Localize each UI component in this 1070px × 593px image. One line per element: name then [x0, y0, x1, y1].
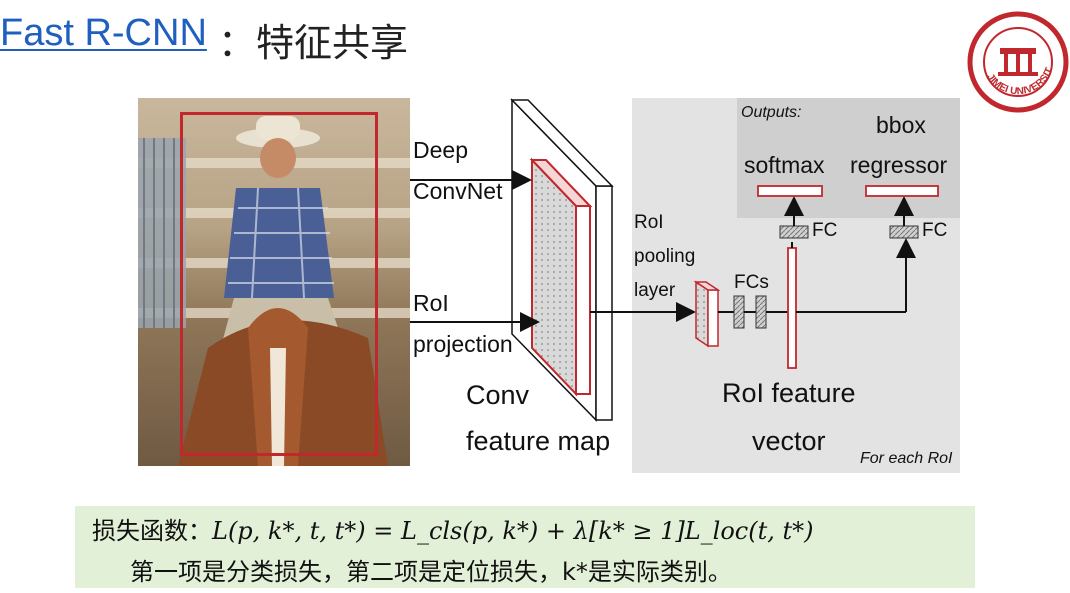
logo-seal-icon: JIMEI UNIVERSITY	[963, 2, 1069, 113]
label-roi-pool-3: layer	[634, 280, 676, 301]
title-link[interactable]: Fast R-CNN	[0, 12, 207, 54]
label-outputs: Outputs:	[741, 104, 802, 121]
label-bbox: bbox	[876, 112, 926, 138]
label-feature-map: feature map	[466, 426, 611, 456]
roi-bounding-box	[180, 112, 378, 456]
input-image	[138, 98, 410, 466]
label-softmax: softmax	[744, 152, 825, 178]
outputs-panel	[737, 98, 960, 218]
loss-formula: 损失函数：L(p, k*, t, t*) = L_cls(p, k*) + λ[…	[92, 511, 814, 546]
roi-feature-vector-bar	[787, 247, 797, 369]
formula-box	[75, 506, 975, 588]
formula-description: 第一项是分类损失，第二项是定位损失，k*是实际类别。	[130, 558, 732, 586]
fc-bbox-block	[889, 225, 919, 239]
label-deep: Deep	[413, 137, 468, 163]
rider-illustration	[138, 116, 388, 466]
fc-block-2	[755, 295, 767, 329]
label-fcs: FCs	[734, 272, 769, 293]
roi-pooling-block	[693, 280, 721, 348]
label-convnet: ConvNet	[413, 178, 503, 204]
conv-feature-map-block	[510, 98, 614, 422]
label-roi: RoI	[413, 290, 449, 316]
label-regressor: regressor	[850, 152, 948, 178]
label-for-each-roi: For each RoI	[860, 450, 953, 467]
fc-block-1	[733, 295, 745, 329]
label-vector: vector	[752, 426, 826, 456]
fc-softmax-block	[779, 225, 809, 239]
label-roi-feature: RoI feature	[722, 378, 856, 408]
label-roi-pool-1: RoI	[634, 212, 664, 233]
title-text: ：特征共享	[218, 21, 409, 65]
formula-expression: L(p, k*, t, t*) = L_cls(p, k*) + λ[k* ≥ …	[212, 517, 814, 545]
bbox-output-bar	[865, 185, 939, 197]
formula-prefix: 损失函数：	[92, 517, 212, 545]
label-roi-pool-2: pooling	[634, 246, 696, 267]
label-fc-left: FC	[812, 220, 838, 241]
university-logo: JIMEI UNIVERSITY	[963, 2, 1070, 114]
softmax-output-bar	[757, 185, 823, 197]
label-conv: Conv	[466, 380, 530, 410]
label-projection: projection	[413, 331, 513, 357]
label-fc-right: FC	[922, 220, 948, 241]
